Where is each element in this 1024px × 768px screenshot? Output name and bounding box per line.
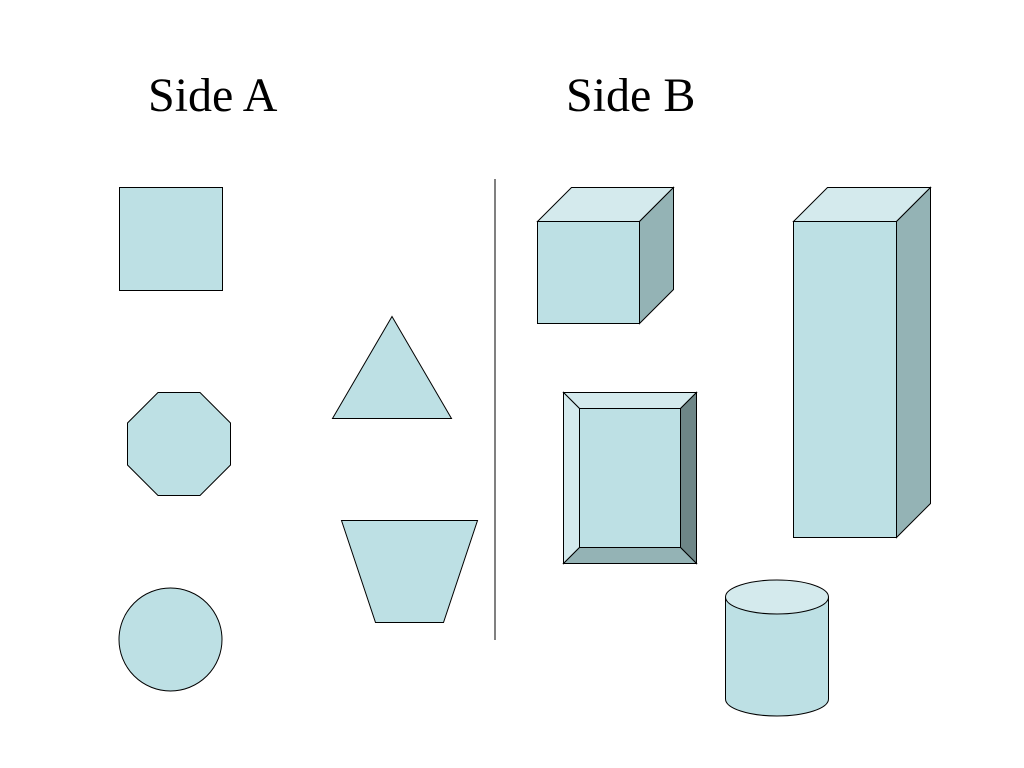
cube-shape (536, 186, 675, 325)
side-b-title: Side B (566, 69, 696, 122)
cylinder-body (725, 596, 829, 717)
tall-prism-front-face (793, 221, 897, 538)
cylinder-top (725, 579, 829, 615)
square-shape (119, 187, 223, 291)
circle-shape (118, 587, 223, 692)
bevel-inner-face (579, 408, 681, 548)
triangle-shape (331, 315, 453, 419)
octagon-shape (127, 392, 231, 496)
bevel-bottom (562, 547, 698, 564)
side-a-shapes (118, 187, 479, 692)
tall-prism-side-face (896, 186, 931, 539)
bevel-top (562, 392, 698, 409)
side-b-shapes (536, 186, 932, 717)
cube-front-face (537, 221, 640, 324)
bevel-right (680, 391, 697, 565)
side-a-title: Side A (148, 69, 278, 122)
beveled-rectangle-shape (562, 391, 698, 565)
trapezoid-shape (340, 520, 479, 623)
tall-prism-shape (792, 186, 932, 539)
bevel-left (563, 391, 580, 565)
cylinder-shape (725, 579, 829, 717)
